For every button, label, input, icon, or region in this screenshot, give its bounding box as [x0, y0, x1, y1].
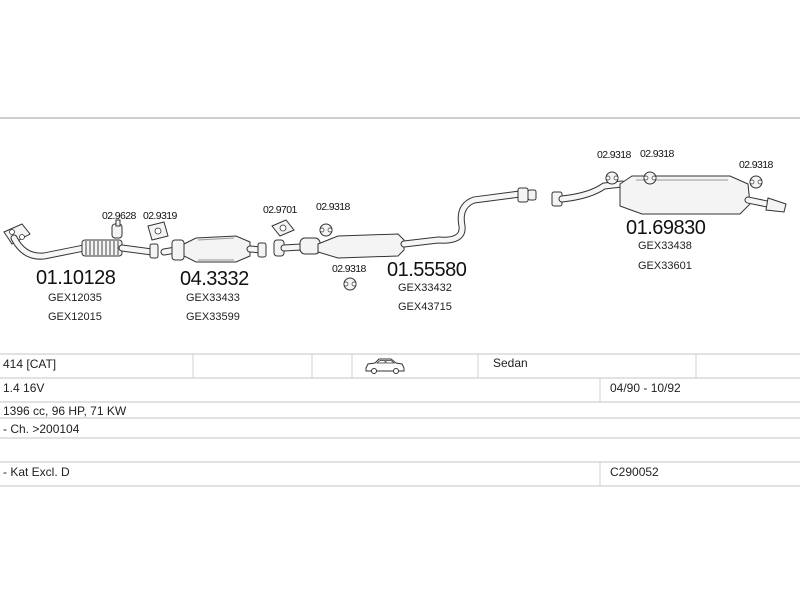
tail-pipe-tip [765, 197, 787, 213]
part4-ref-1: GEX33438 [638, 240, 692, 252]
car-sedan-icon [365, 358, 405, 374]
gasket-part[interactable] [271, 219, 295, 237]
part2-ref-2: GEX33599 [186, 311, 240, 323]
part3-ref-2: GEX43715 [398, 301, 452, 313]
body-type-cell: Sedan [493, 356, 528, 370]
part1-number: 01.10128 [36, 267, 116, 289]
rubber-mount-1-part[interactable] [319, 223, 333, 237]
rubber-mount-5-part[interactable] [749, 175, 763, 189]
clamp-b-label: 02.9319 [143, 210, 178, 222]
clamp-b-part[interactable] [147, 221, 169, 241]
rear-silencer-part[interactable] [551, 175, 787, 215]
years-cell: 04/90 - 10/92 [610, 381, 681, 395]
note-cell: - Kat Excl. D [3, 465, 70, 479]
rubber-2-label: 02.9318 [332, 263, 367, 275]
chassis-cell: - Ch. >200104 [3, 422, 80, 436]
rubber-5-label: 02.9318 [739, 159, 774, 171]
center-silencer-part[interactable] [273, 187, 537, 259]
rubber-mount-4-part[interactable] [643, 171, 657, 185]
spec-cell: 1396 cc, 96 HP, 71 KW [3, 404, 127, 418]
part4-ref-2: GEX33601 [638, 260, 692, 272]
gasket-label: 02.9701 [263, 204, 298, 216]
rubber-mount-3-part[interactable] [605, 171, 619, 185]
code-cell: C290052 [610, 465, 659, 479]
part1-ref-1: GEX12035 [48, 292, 102, 304]
catalytic-converter-part[interactable] [160, 235, 267, 263]
part3-number: 01.55580 [387, 259, 467, 281]
part2-ref-1: GEX33433 [186, 292, 240, 304]
rubber-mount-2-part[interactable] [343, 277, 357, 291]
resonator [299, 237, 321, 255]
rubber-3-label: 02.9318 [597, 149, 632, 161]
middle-silencer-body [317, 233, 405, 259]
rubber-4-label: 02.9318 [640, 148, 675, 160]
part2-number: 04.3332 [180, 268, 249, 290]
model-cell: 414 [CAT] [3, 357, 56, 371]
front-pipe-part[interactable] [3, 223, 159, 260]
clamp-a-part[interactable] [111, 219, 123, 239]
vehicle-info-table: 414 [CAT] Sedan 1.4 16V 04/90 - 10/92 13… [0, 353, 800, 487]
converter-body [183, 235, 251, 263]
rear-silencer-body [619, 175, 751, 215]
part3-ref-1: GEX33432 [398, 282, 452, 294]
clamp-a-label: 02.9628 [102, 210, 137, 222]
part1-ref-2: GEX12015 [48, 311, 102, 323]
rubber-1-label: 02.9318 [316, 201, 351, 213]
engine-cell: 1.4 16V [3, 381, 44, 395]
part4-number: 01.69830 [626, 217, 706, 239]
front-pipe-flange [3, 223, 31, 245]
